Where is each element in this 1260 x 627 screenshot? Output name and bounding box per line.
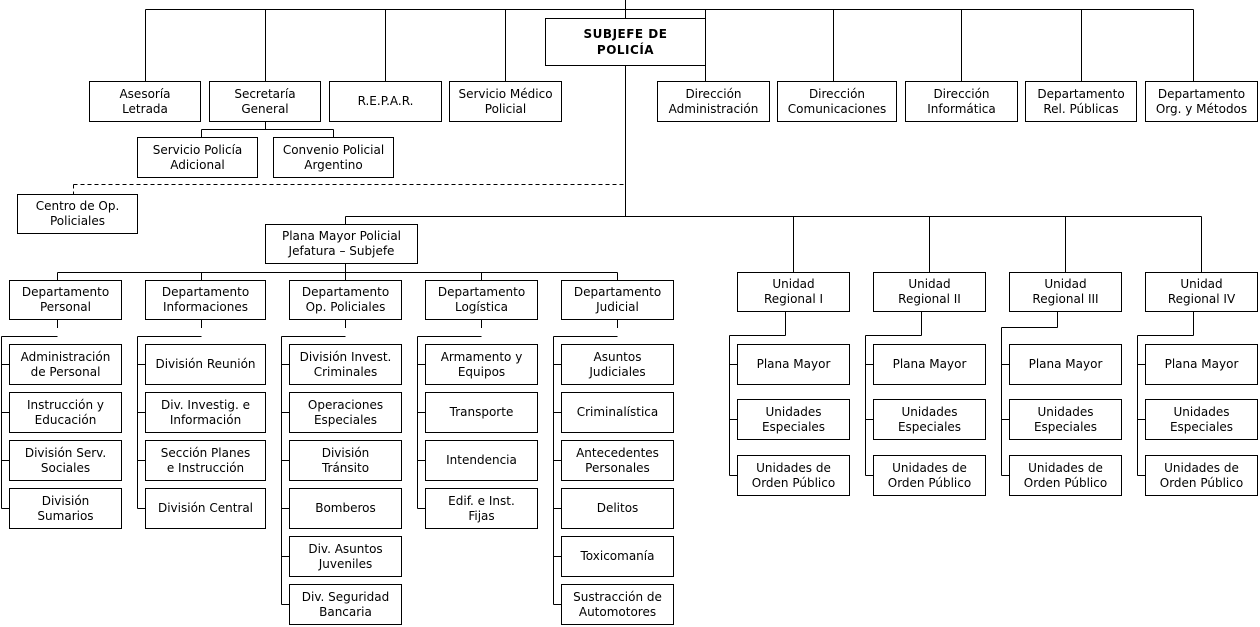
division-box: Div. Investig. e Información xyxy=(145,392,266,433)
division-box: Div. Seguridad Bancaria xyxy=(289,584,402,625)
division-box: Transporte xyxy=(425,392,538,433)
top-unit-box: Dirección Informática xyxy=(905,81,1018,122)
top-unit-box: Dirección Comunicaciones xyxy=(777,81,897,122)
top-unit-box: R.E.P.A.R. xyxy=(329,81,442,122)
region-box: Unidad Regional I xyxy=(737,272,850,312)
region-box: Unidad Regional III xyxy=(1009,272,1122,312)
division-box: Div. Asuntos Juveniles xyxy=(289,536,402,577)
root-box: SUBJEFE DE POLICÍA xyxy=(545,18,706,66)
division-box: Sustracción de Automotores xyxy=(561,584,674,625)
division-box: Criminalística xyxy=(561,392,674,433)
department-box: Departamento Logística xyxy=(425,280,538,320)
division-box: Armamento y Equipos xyxy=(425,344,538,385)
region-unit-box: Unidades Especiales xyxy=(737,399,850,440)
top-unit-box: Dirección Administración xyxy=(657,81,770,122)
division-box: Antecedentes Personales xyxy=(561,440,674,481)
department-box: Departamento Judicial xyxy=(561,280,674,320)
region-box: Unidad Regional II xyxy=(873,272,986,312)
division-box: Instrucción y Educación xyxy=(9,392,122,433)
top-unit-box: Servicio Médico Policial xyxy=(449,81,562,122)
top-unit-box: Asesoría Letrada xyxy=(89,81,201,122)
department-box: Departamento Op. Policiales xyxy=(289,280,402,320)
department-box: Departamento Personal xyxy=(9,280,122,320)
division-box: Intendencia xyxy=(425,440,538,481)
division-box: Bomberos xyxy=(289,488,402,529)
region-unit-box: Unidades Especiales xyxy=(1009,399,1122,440)
region-unit-box: Plana Mayor xyxy=(1145,344,1258,385)
top-unit-box: Departamento Rel. Públicas xyxy=(1025,81,1137,122)
division-box: Edif. e Inst. Fijas xyxy=(425,488,538,529)
top-unit-box: Departamento Org. y Métodos xyxy=(1145,81,1258,122)
division-box: División Reunión xyxy=(145,344,266,385)
division-box: División Serv. Sociales xyxy=(9,440,122,481)
division-box: División Tránsito xyxy=(289,440,402,481)
region-unit-box: Plana Mayor xyxy=(1009,344,1122,385)
department-box: Departamento Informaciones xyxy=(145,280,266,320)
top-unit-box: Secretaría General xyxy=(209,81,321,122)
region-unit-box: Unidades de Orden Público xyxy=(737,455,850,496)
secretaria-child-box: Servicio Policía Adicional xyxy=(137,137,258,178)
division-box: Asuntos Judiciales xyxy=(561,344,674,385)
region-unit-box: Unidades Especiales xyxy=(1145,399,1258,440)
division-box: Toxicomanía xyxy=(561,536,674,577)
region-box: Unidad Regional IV xyxy=(1145,272,1258,312)
region-unit-box: Unidades de Orden Público xyxy=(873,455,986,496)
division-box: Administración de Personal xyxy=(9,344,122,385)
division-box: Delitos xyxy=(561,488,674,529)
region-unit-box: Plana Mayor xyxy=(873,344,986,385)
division-box: Operaciones Especiales xyxy=(289,392,402,433)
division-box: Sección Planes e Instrucción xyxy=(145,440,266,481)
region-unit-box: Plana Mayor xyxy=(737,344,850,385)
plana-mayor-box: Plana Mayor Policial Jefatura – Subjefe xyxy=(265,224,418,264)
division-box: División Sumarios xyxy=(9,488,122,529)
region-unit-box: Unidades Especiales xyxy=(873,399,986,440)
secretaria-child-box: Convenio Policial Argentino xyxy=(273,137,394,178)
region-unit-box: Unidades de Orden Público xyxy=(1009,455,1122,496)
division-box: División Invest. Criminales xyxy=(289,344,402,385)
centro-box: Centro de Op. Policiales xyxy=(17,194,138,234)
division-box: División Central xyxy=(145,488,266,529)
region-unit-box: Unidades de Orden Público xyxy=(1145,455,1258,496)
